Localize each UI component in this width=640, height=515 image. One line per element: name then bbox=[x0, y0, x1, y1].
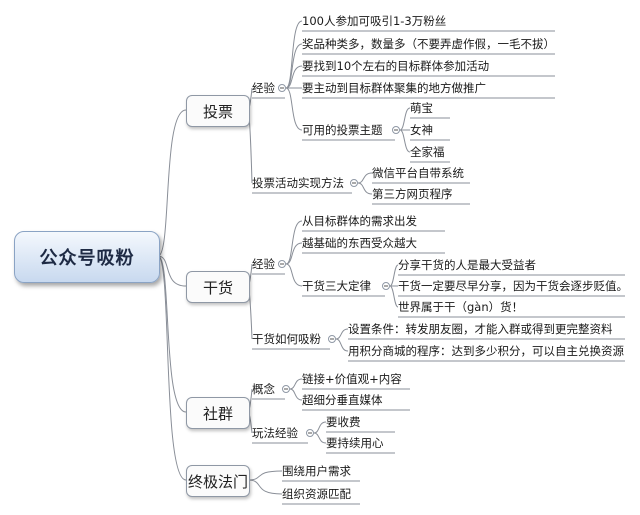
connector-line bbox=[285, 20, 303, 89]
node-tp-jy-2[interactable]: 要找到10个左右的目标群体参加活动 bbox=[302, 59, 490, 73]
node-tp-jy-1[interactable]: 奖品种类多，数量多（不要弄虚作假，一毛不拔） bbox=[302, 37, 555, 51]
node-wf-0[interactable]: 要收费 bbox=[326, 415, 361, 429]
connector-line bbox=[285, 263, 303, 287]
node-tp-zhuti[interactable]: 可用的投票主题 bbox=[302, 123, 383, 137]
connector-line bbox=[399, 107, 411, 131]
node-tp-jy-0[interactable]: 100人参加可吸引1-3万粉丝 bbox=[302, 14, 447, 28]
node-ff-1[interactable]: 第三方网页程序 bbox=[372, 187, 453, 201]
node-sq-wanfa[interactable]: 玩法经验 bbox=[252, 426, 298, 440]
node-gh-xifen[interactable]: 干货如何吸粉 bbox=[252, 332, 321, 346]
branch-ganhuo[interactable]: 干货 bbox=[186, 271, 250, 303]
node-xf-1[interactable]: 用积分商城的程序：达到多少积分，可以自主兑换资源 bbox=[348, 344, 624, 358]
branch-toupiao[interactable]: 投票 bbox=[186, 95, 250, 127]
node-tp-fangfa[interactable]: 投票活动实现方法 bbox=[252, 176, 344, 190]
connector-line bbox=[389, 285, 399, 308]
connector-line bbox=[357, 182, 373, 195]
node-dl-1[interactable]: 干货一定要尽早分享，因为干货会逐步贬值。 bbox=[398, 279, 628, 293]
node-zj-1[interactable]: 组织资源匹配 bbox=[282, 487, 351, 501]
node-gn-0[interactable]: 链接+价值观+内容 bbox=[302, 372, 402, 386]
node-gh-jy-1[interactable]: 越基础的东西受众越大 bbox=[302, 236, 417, 250]
connector-line bbox=[247, 470, 283, 481]
connector-line bbox=[335, 338, 349, 352]
connector-line bbox=[285, 242, 303, 265]
root-connector bbox=[157, 109, 187, 257]
node-zhuti-2[interactable]: 全家福 bbox=[410, 145, 445, 159]
node-dl-0[interactable]: 分享干货的人是最大受益者 bbox=[398, 258, 536, 272]
connector-line bbox=[285, 87, 303, 131]
node-gh-dinglv[interactable]: 干货三大定律 bbox=[302, 279, 371, 293]
connector-line bbox=[357, 172, 373, 184]
node-gh-jingyan[interactable]: 经验 bbox=[252, 257, 275, 271]
connector-line bbox=[285, 65, 303, 89]
connector-line bbox=[289, 388, 303, 401]
branch-zhongji[interactable]: 终极法门 bbox=[186, 465, 250, 497]
node-zj-0[interactable]: 围绕用户需求 bbox=[282, 464, 351, 478]
connector-line bbox=[389, 264, 399, 287]
node-ff-0[interactable]: 微信平台自带系统 bbox=[372, 166, 464, 180]
connector-line bbox=[247, 479, 283, 495]
node-zhuti-0[interactable]: 萌宝 bbox=[410, 101, 433, 115]
root-connector bbox=[157, 255, 187, 287]
connector-line bbox=[285, 220, 303, 265]
node-tp-jingyan[interactable]: 经验 bbox=[252, 81, 275, 95]
root-node[interactable]: 公众号吸粉 bbox=[14, 231, 160, 283]
node-gn-1[interactable]: 超细分垂直媒体 bbox=[302, 393, 383, 407]
node-xf-0[interactable]: 设置条件：转发朋友圈，才能入群或得到更完整资料 bbox=[348, 322, 613, 336]
connector-line bbox=[289, 378, 303, 390]
node-gh-jy-0[interactable]: 从目标群体的需求出发 bbox=[302, 214, 417, 228]
connector-line bbox=[335, 328, 349, 340]
connector-line bbox=[313, 432, 327, 444]
root-connector bbox=[157, 255, 187, 413]
root-connector bbox=[157, 255, 187, 481]
node-dl-2[interactable]: 世界属于干（gàn）货！ bbox=[398, 300, 524, 314]
node-zhuti-1[interactable]: 女神 bbox=[410, 123, 433, 137]
branch-shequn[interactable]: 社群 bbox=[186, 397, 250, 429]
node-tp-jy-3[interactable]: 要主动到目标群体聚集的地方做推广 bbox=[302, 81, 486, 95]
connector-line bbox=[313, 421, 327, 434]
connector-line bbox=[399, 129, 411, 153]
node-sq-gainian[interactable]: 概念 bbox=[252, 382, 275, 396]
node-wf-1[interactable]: 要持续用心 bbox=[326, 436, 384, 450]
